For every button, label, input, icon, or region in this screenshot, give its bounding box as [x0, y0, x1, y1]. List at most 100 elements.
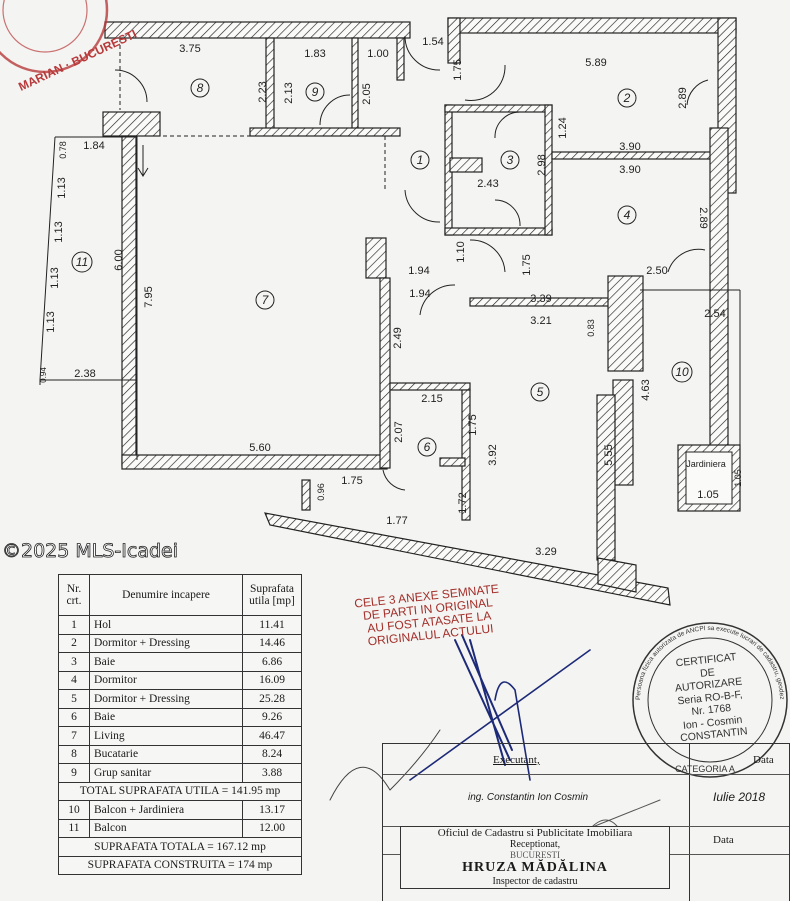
dimension: 1.05 [733, 469, 743, 487]
dimension: 2.54 [704, 308, 725, 320]
dimension: 2.98 [536, 154, 548, 175]
dimension: 3.29 [535, 546, 556, 558]
room-number: 4 [617, 205, 637, 225]
dimension: 5.89 [585, 57, 606, 69]
svg-text:1: 1 [417, 153, 424, 167]
room-number: 1 [410, 150, 430, 170]
header-area: Suprafata utila [mp] [242, 574, 302, 616]
dimension: 2.38 [74, 368, 95, 380]
dimension: 2.49 [392, 327, 404, 348]
svg-text:5: 5 [537, 385, 544, 399]
svg-text:4: 4 [624, 208, 631, 222]
svg-text:6: 6 [424, 440, 431, 454]
dimension: 5.60 [249, 442, 270, 454]
dimension: 3.90 [619, 164, 640, 176]
total-utila-row: TOTAL SUPRAFATA UTILA = 141.95 mp [58, 781, 302, 801]
header-name: Denumire incapere [89, 574, 243, 616]
room-number: 5 [530, 382, 550, 402]
dimension: 2.50 [646, 265, 667, 277]
dimension: 7.95 [143, 286, 155, 307]
executant-label: Executant, [493, 754, 540, 766]
dimension: 2.15 [421, 393, 442, 405]
room-number: 8 [190, 78, 210, 98]
dimension: 1.94 [408, 265, 429, 277]
svg-text:3: 3 [507, 153, 514, 167]
date-label-2: Data [713, 834, 734, 846]
room-numbers: 1 2 3 4 5 6 7 8 9 10 11 [71, 78, 693, 457]
dimension: 1.05 [697, 489, 718, 501]
dimension: 0.96 [316, 483, 326, 501]
dimension: 0.94 [39, 367, 48, 383]
room-number: 11 [71, 251, 93, 273]
dimension: 3.92 [487, 444, 499, 465]
dimension: 1.24 [557, 117, 569, 138]
watermark: ©2025 MLS-Icadei [2, 540, 179, 563]
dimension: 3.90 [619, 141, 640, 153]
date-label: Data [753, 754, 774, 766]
dimension: 0.83 [586, 319, 596, 337]
dimension: 1.72 [457, 492, 469, 513]
dimension: 1.75 [467, 414, 479, 435]
openings-and-lines [39, 35, 741, 505]
dimension: 4.63 [640, 379, 652, 400]
dimension: 1.75 [521, 254, 533, 275]
construita-row: SUPRAFATA CONSTRUITA = 174 mp [58, 855, 302, 875]
dimension: 1.77 [386, 515, 407, 527]
room-number: 6 [417, 437, 437, 457]
jardiniera-label: Jardiniera [686, 459, 726, 469]
date-value: Iulie 2018 [713, 790, 766, 804]
dimension: 1.75 [341, 475, 362, 487]
dimension: 2.43 [477, 178, 498, 190]
walls [102, 17, 741, 606]
dimension: 0.78 [58, 141, 68, 159]
dimension: 1.75 [452, 59, 464, 80]
dimension: 1.10 [455, 241, 467, 262]
dimension: 3.39 [530, 293, 551, 305]
dimension: 1.54 [422, 36, 443, 48]
svg-text:CATEGORIA A: CATEGORIA A [675, 764, 735, 774]
certificate-text: CERTIFICAT DE AUTORIZARE Seria RO-B-F, N… [674, 651, 749, 745]
room-number: 7 [255, 290, 275, 310]
dimension: 1.13 [45, 311, 57, 332]
svg-text:10: 10 [675, 365, 689, 379]
corner-seal: MARIAN · BUCURESTI [0, 0, 139, 94]
svg-text:9: 9 [312, 85, 319, 99]
svg-text:2: 2 [623, 91, 631, 105]
dimension: 2.89 [677, 87, 689, 108]
dimension: 5.55 [603, 444, 615, 465]
room-number: 2 [617, 88, 637, 108]
dimension: 1.00 [367, 48, 388, 60]
dimension: 2.89 [697, 207, 709, 228]
dimension-labels: 3.75 1.83 1.00 1.54 2.23 2.13 2.05 1.84 … [39, 36, 743, 558]
dimension: 1.13 [56, 177, 68, 198]
svg-text:11: 11 [76, 255, 88, 269]
room-number: 3 [500, 150, 520, 170]
svg-text:7: 7 [262, 293, 270, 307]
dimension: 1.94 [409, 288, 430, 300]
dimension: 2.23 [257, 81, 269, 102]
header-nr: Nr. crt. [58, 574, 90, 616]
dimension: 1.83 [304, 48, 325, 60]
room-areas-table: Nr. crt. Denumire incapere Suprafata uti… [58, 574, 302, 875]
total-row: SUPRAFATA TOTALA = 167.12 mp [58, 837, 302, 857]
dimension: 2.07 [393, 421, 405, 442]
dimension: 3.75 [179, 43, 200, 55]
dimension: 1.13 [53, 221, 65, 242]
dimension: 6.00 [113, 249, 125, 270]
inspector-stamp: Oficiul de Cadastru si Publicitate Imobi… [400, 826, 670, 889]
dimension: 1.13 [49, 267, 61, 288]
room-number: 9 [305, 82, 325, 102]
dimension: 2.05 [361, 83, 373, 104]
dimension: 1.84 [83, 140, 104, 152]
dimension: 3.21 [530, 315, 551, 327]
svg-text:8: 8 [197, 81, 204, 95]
